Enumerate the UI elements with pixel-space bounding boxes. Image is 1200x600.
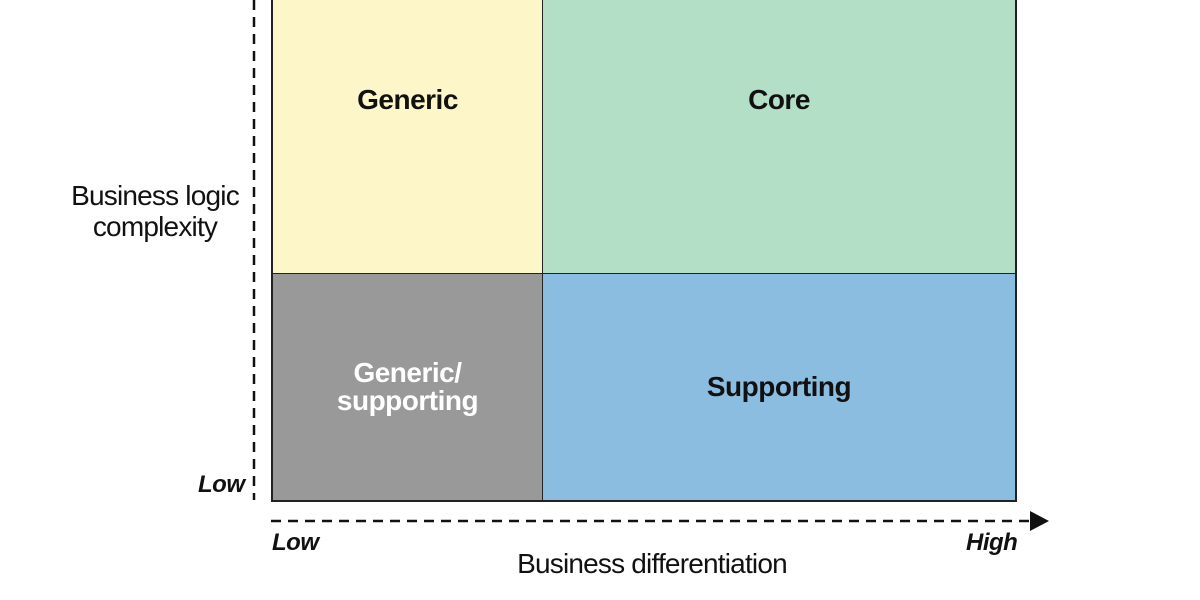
quadrant-generic-supporting-label: Generic/ supporting	[336, 357, 479, 416]
y-axis-low-label: Low	[198, 471, 245, 498]
x-axis-label: Business differentiation	[517, 548, 788, 579]
quadrant-supporting: Supporting	[542, 273, 1017, 502]
x-axis-arrowhead-icon	[1030, 511, 1049, 531]
y-axis-label-line1: Business logic	[71, 180, 240, 211]
x-axis-low-label: Low	[272, 529, 319, 556]
x-axis-high-label: High	[966, 529, 1018, 556]
quadrant-core-label: Core	[748, 83, 810, 115]
quadrant-generic-label: Generic	[357, 83, 458, 115]
quadrant-supporting-label: Supporting	[706, 371, 852, 402]
quadrant-generic: Generic	[271, 0, 543, 274]
quadrant-core: Core	[542, 0, 1017, 274]
y-axis-label-line2: complexity	[92, 211, 218, 242]
y-axis-label: Business logic complexity	[60, 180, 250, 242]
